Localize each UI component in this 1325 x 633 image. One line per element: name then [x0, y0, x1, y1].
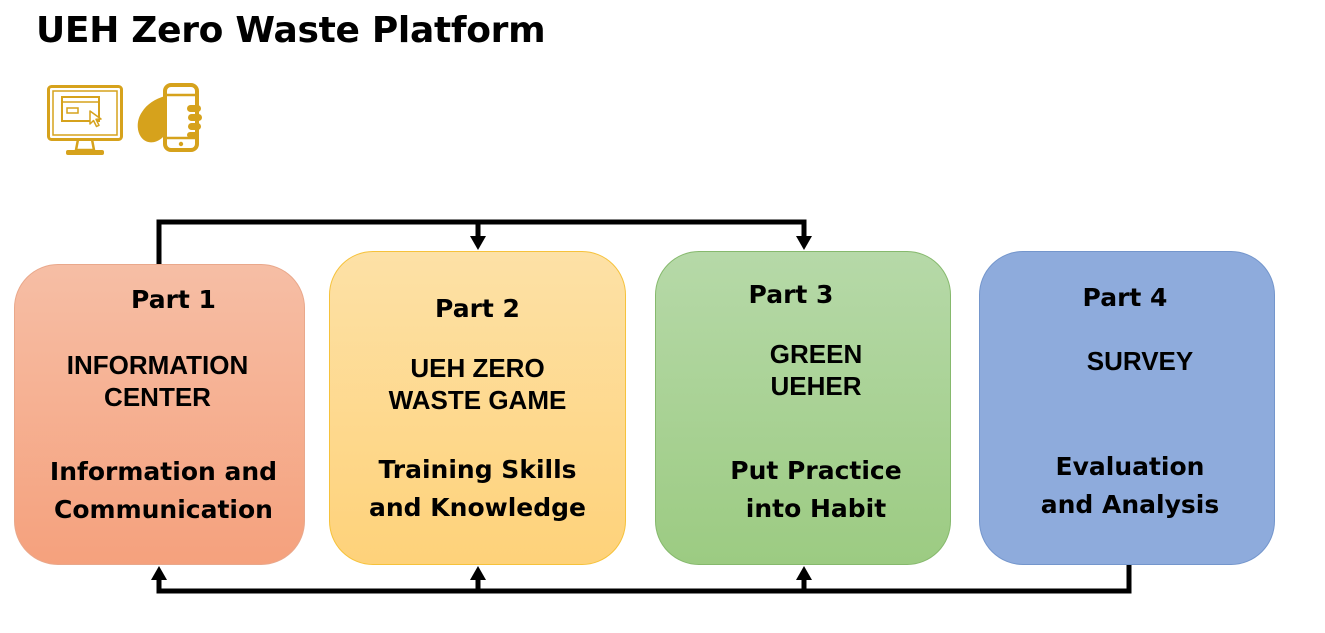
- arrow-to-part1-bottom: [151, 566, 167, 580]
- part3-description: Put Practice into Habit: [730, 456, 902, 523]
- part2-box: Part 2 UEH ZERO WASTE GAME Training Skil…: [329, 251, 626, 565]
- desktop-computer-icon: [47, 85, 123, 155]
- part1-name: INFORMATION CENTER: [66, 350, 249, 412]
- smartphone-in-hand-icon: [137, 83, 202, 152]
- arrow-to-part2-bottom: [470, 566, 486, 580]
- bottom-connector-line: [156, 565, 1132, 594]
- part4-box: Part 4 SURVEY Evaluation and Analysis: [979, 251, 1275, 565]
- arrow-to-part3-bottom: [796, 566, 812, 580]
- top-connector-line: [156, 219, 807, 265]
- part1-label: Part 1: [131, 285, 216, 314]
- part1-description: Information and Communication: [49, 457, 278, 524]
- part3-label: Part 3: [748, 280, 834, 309]
- part3-name: GREEN UEHER: [769, 339, 863, 401]
- arrow-to-part3-top: [796, 236, 812, 250]
- part2-name: UEH ZERO WASTE GAME: [388, 353, 567, 415]
- part2-label: Part 2: [435, 294, 520, 323]
- part1-box: Part 1 INFORMATION CENTER Information an…: [14, 264, 305, 565]
- part2-description: Training Skills and Knowledge: [369, 455, 586, 522]
- part4-label: Part 4: [1082, 283, 1168, 312]
- page-title: UEH Zero Waste Platform: [36, 10, 546, 51]
- arrow-to-part2-top: [470, 236, 486, 250]
- part3-box: Part 3 GREEN UEHER Put Practice into Hab…: [655, 251, 951, 565]
- part4-name: SURVEY: [1086, 346, 1194, 376]
- part4-description: Evaluation and Analysis: [1040, 452, 1220, 519]
